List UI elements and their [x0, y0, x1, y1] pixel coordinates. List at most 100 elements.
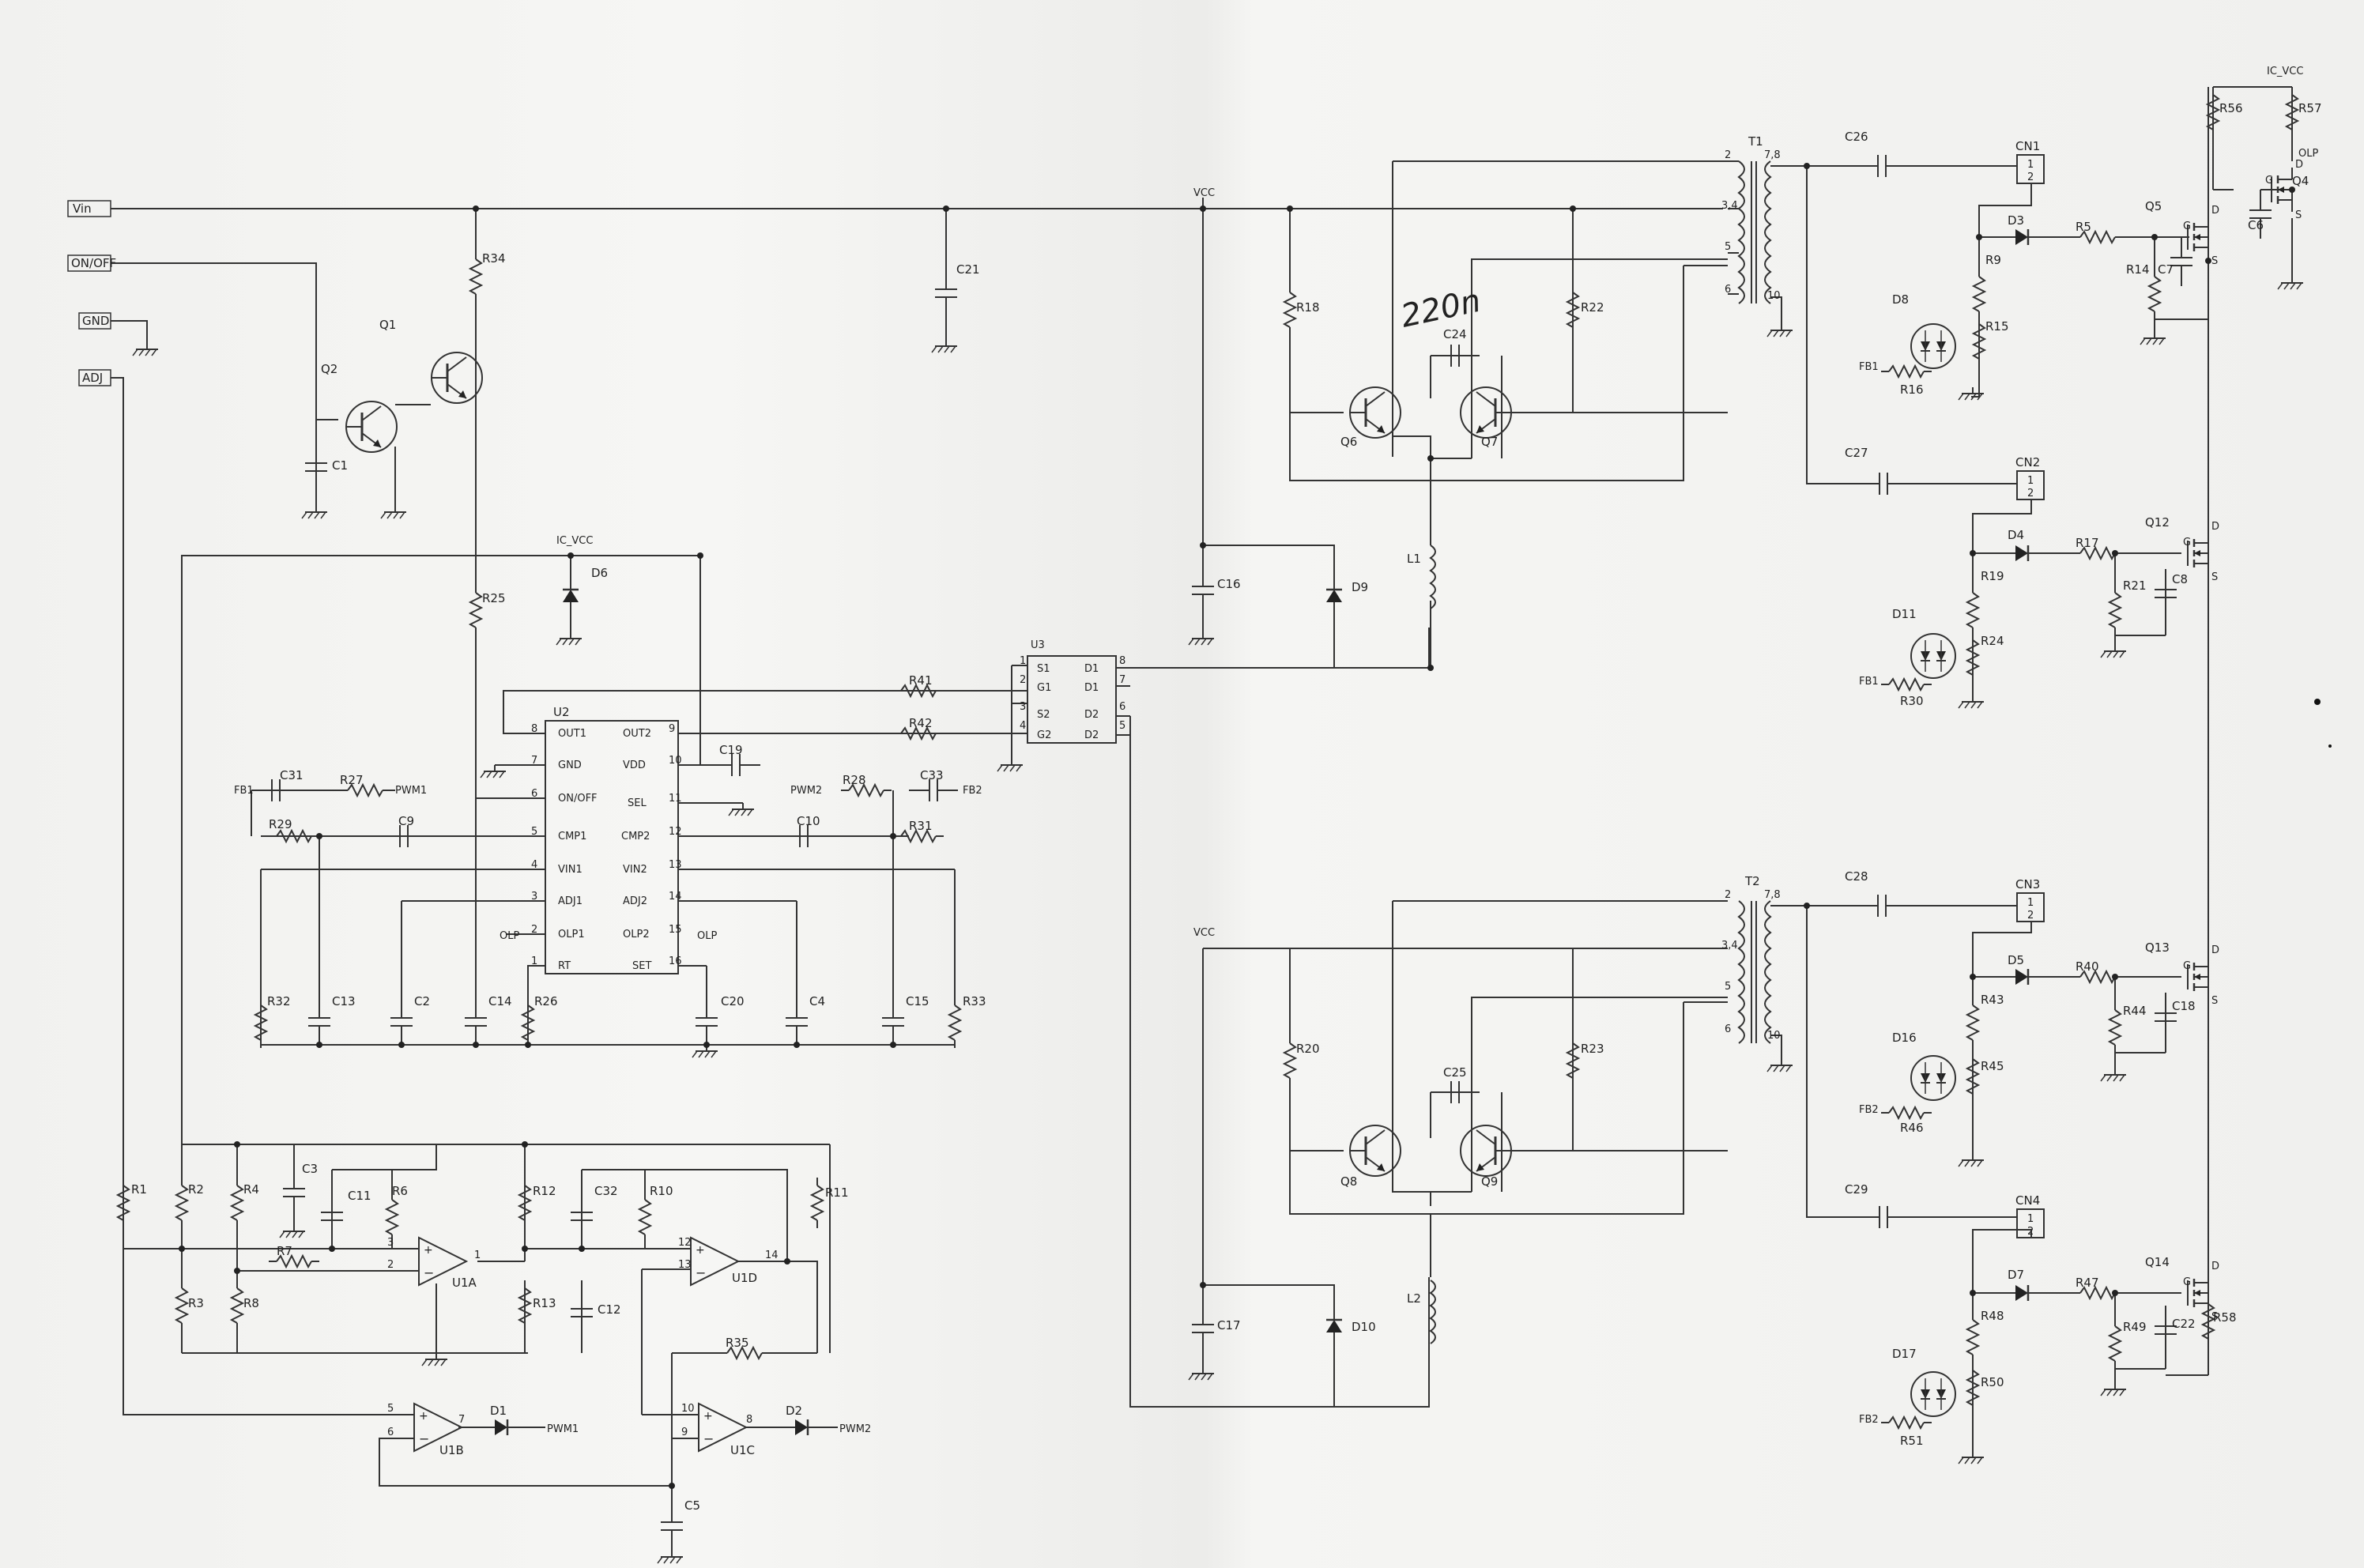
resistor-ref: R57	[2298, 101, 2322, 115]
u2-ref: U2	[553, 705, 570, 719]
resistor-ref: R49	[2123, 1320, 2147, 1334]
capacitor-ref: C3	[302, 1162, 318, 1176]
u2-pin-num: 15	[669, 924, 682, 936]
mosfet-pin-s: S	[2211, 255, 2218, 267]
capacitor-ref: C28	[1845, 869, 1868, 884]
net-olp-in: OLP	[500, 930, 519, 942]
resistor-ref: R18	[1296, 300, 1320, 315]
mosfet-pin-s: S	[2211, 995, 2218, 1007]
resistor-ref: R20	[1296, 1042, 1320, 1056]
capacitor-ref: C22	[2172, 1317, 2196, 1331]
resistor-ref: R17	[2076, 536, 2099, 550]
resistor-ref: R40	[2076, 959, 2099, 974]
text-layer: Vin ON/OFF GND ADJ VCC VCC IC_VCC IC_VCC…	[71, 66, 2322, 1513]
opamp-pin: 7	[458, 1414, 465, 1426]
capacitor-ref: C33	[920, 768, 944, 782]
capacitor-ref: C15	[906, 994, 929, 1008]
u2-pin-num: 5	[531, 826, 537, 838]
resistor-ref: R31	[909, 819, 933, 833]
t2-pin: 10	[1767, 1030, 1781, 1042]
transistor-ref: Q2	[321, 362, 337, 376]
u2-pin-name: VIN1	[558, 864, 583, 876]
port-layer	[67, 200, 111, 386]
net-fb2-b: FB2	[1859, 1104, 1879, 1116]
transistor-ref: Q13	[2145, 940, 2170, 955]
diode-ref: D7	[2008, 1268, 2024, 1282]
resistor-ref: R48	[1981, 1309, 2004, 1323]
transistor-ref: Q5	[2145, 199, 2162, 213]
capacitor-ref: C19	[719, 743, 743, 757]
u2-pin-name: CMP1	[558, 831, 586, 842]
cn4-ref: CN4	[2015, 1193, 2040, 1208]
cn1-pin: 1	[2027, 159, 2034, 171]
cn3-pin: 1	[2027, 897, 2034, 909]
capacitor-ref: C26	[1845, 130, 1868, 144]
u2-pin-num: 1	[531, 956, 537, 967]
net-ic-vcc-mid: IC_VCC	[556, 535, 593, 547]
u3-pin-num: 5	[1119, 720, 1125, 732]
capacitor-ref: C17	[1217, 1318, 1241, 1332]
resistor-ref: R5	[2076, 220, 2091, 234]
cn1-ref: CN1	[2015, 139, 2040, 153]
net-fb2-a: FB2	[963, 785, 982, 797]
u2-pin-num: 10	[669, 755, 682, 767]
resistor-ref: R26	[534, 994, 558, 1008]
opamp-pin: 6	[387, 1427, 394, 1438]
u3-pin-num: 7	[1119, 674, 1125, 686]
resistor-ref: R58	[2213, 1310, 2237, 1325]
opamp-pin: 9	[681, 1427, 688, 1438]
diode-ref: D4	[2008, 528, 2024, 542]
net-vcc-bottom: VCC	[1193, 927, 1215, 939]
t1-pin: 7,8	[1764, 149, 1781, 161]
resistor-ref: R15	[1985, 319, 2009, 334]
transistor-ref: Q4	[2292, 174, 2309, 188]
u2-pin-name: OLP2	[623, 929, 650, 940]
capacitor-ref: C20	[721, 994, 745, 1008]
t1-pin: 6	[1725, 284, 1731, 296]
diode-ref: D5	[2008, 953, 2024, 967]
opamp-pin: 10	[681, 1403, 695, 1415]
u3-pin-name: D1	[1084, 663, 1099, 675]
t2-pin: 7,8	[1764, 889, 1781, 901]
resistor-ref: R11	[825, 1185, 849, 1200]
optocoupler-ref: D17	[1892, 1347, 1917, 1361]
resistor-ref: R34	[482, 251, 506, 266]
mosfet-pin-g: G	[2265, 175, 2273, 187]
u2-pin-num: 3	[531, 891, 537, 903]
inductor-ref: L2	[1407, 1291, 1421, 1306]
diode-ref: D9	[1352, 580, 1368, 594]
capacitor-ref: C25	[1443, 1065, 1467, 1080]
port-adj-label: ADJ	[82, 371, 103, 385]
u3-pin-num: 2	[1020, 674, 1026, 686]
transistor-ref: Q7	[1481, 435, 1498, 449]
resistor-ref: R33	[963, 994, 986, 1008]
capacitor-ref: C16	[1217, 577, 1241, 591]
capacitor-ref: C13	[332, 994, 356, 1008]
mosfet-pin-s: S	[2295, 209, 2302, 221]
capacitor-ref: C27	[1845, 446, 1868, 460]
capacitor-ref: C24	[1443, 327, 1467, 341]
u1c-ref: U1C	[730, 1443, 755, 1457]
net-pwm1: PWM1	[395, 785, 427, 797]
resistor-ref: R10	[650, 1184, 673, 1198]
u2-pin-num: 8	[531, 723, 537, 735]
transistor-ref: Q8	[1340, 1174, 1357, 1189]
net-fb1-b: FB1	[1859, 361, 1879, 373]
transistor-ref: Q9	[1481, 1174, 1498, 1189]
resistor-ref: R1	[131, 1182, 147, 1197]
u2-pin-name: SEL	[628, 797, 647, 809]
cn3-pin: 2	[2027, 910, 2034, 922]
mosfet-pin-g: G	[2183, 220, 2191, 232]
cn2-pin: 2	[2027, 488, 2034, 499]
t1-pin: 3,4	[1721, 200, 1738, 212]
capacitor-ref: C1	[332, 458, 348, 473]
capacitor-ref: C12	[598, 1302, 621, 1317]
net-vcc-top: VCC	[1193, 187, 1215, 199]
u2-pin-name: GND	[558, 760, 582, 771]
net-fb2-c: FB2	[1859, 1414, 1879, 1426]
opamp-pin: 12	[678, 1237, 692, 1249]
u3-pin-name: D2	[1084, 729, 1099, 741]
opamp-pin: 13	[678, 1259, 692, 1271]
